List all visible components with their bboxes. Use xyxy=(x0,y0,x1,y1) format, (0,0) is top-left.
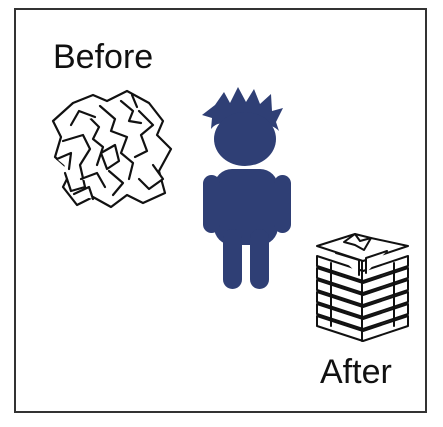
folded-shirts-stack-icon xyxy=(305,230,415,345)
after-label: After xyxy=(320,355,392,389)
before-label: Before xyxy=(53,40,153,74)
crumpled-shirts-icon xyxy=(45,83,180,218)
person-icon xyxy=(192,84,302,294)
